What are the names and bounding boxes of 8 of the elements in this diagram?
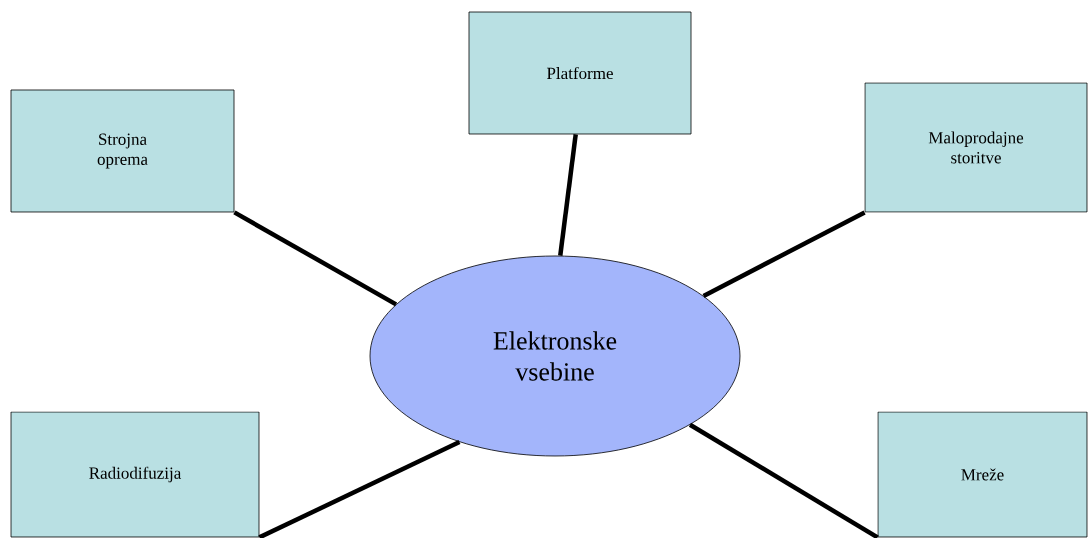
category-box: Platforme <box>468 11 692 135</box>
connector-line <box>558 134 578 256</box>
category-box: Mreže <box>877 411 1088 538</box>
category-box: Strojna oprema <box>10 89 235 213</box>
category-box: Maloprodajne storitve <box>864 82 1088 213</box>
category-box: Radiodifuzija <box>10 411 260 538</box>
connector-line <box>233 210 398 307</box>
connector-line <box>702 210 866 298</box>
